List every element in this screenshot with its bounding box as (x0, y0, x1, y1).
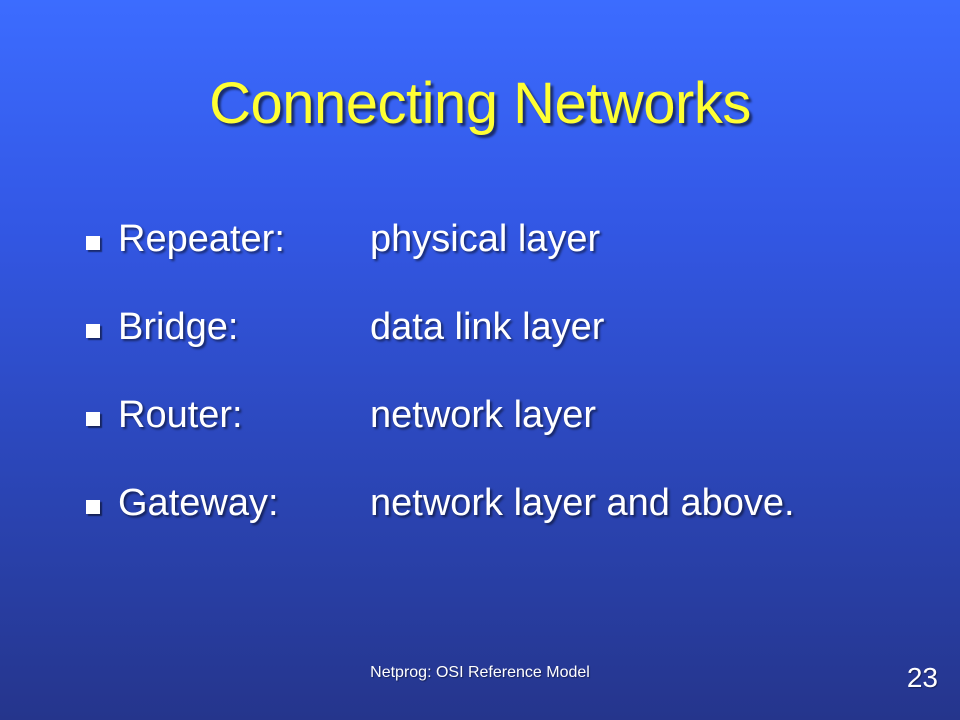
bullet-item-gateway: Gateway: network layer and above. (86, 476, 926, 564)
square-bullet-icon (86, 324, 100, 338)
bullet-description: data link layer (370, 306, 605, 348)
square-bullet-icon (86, 500, 100, 514)
bullet-item-repeater: Repeater: physical layer (86, 212, 926, 300)
bullet-item-bridge: Bridge: data link layer (86, 300, 926, 388)
bullet-term: Bridge: (118, 306, 239, 348)
slide-title: Connecting Networks (209, 71, 751, 136)
bullet-term: Repeater: (118, 218, 285, 260)
page-number: 23 (906, 662, 938, 693)
square-bullet-icon (86, 412, 100, 426)
bullet-list: Repeater: physical layer Bridge: data li… (86, 212, 926, 564)
bullet-description: network layer and above. (370, 482, 795, 524)
bullet-item-router: Router: network layer (86, 388, 926, 476)
bullet-description: physical layer (370, 218, 601, 260)
bullet-term: Router: (118, 394, 243, 436)
bullet-description: network layer (370, 394, 596, 436)
square-bullet-icon (86, 236, 100, 250)
slide-footer: Netprog: OSI Reference Model (370, 664, 590, 681)
bullet-term: Gateway: (118, 482, 279, 524)
